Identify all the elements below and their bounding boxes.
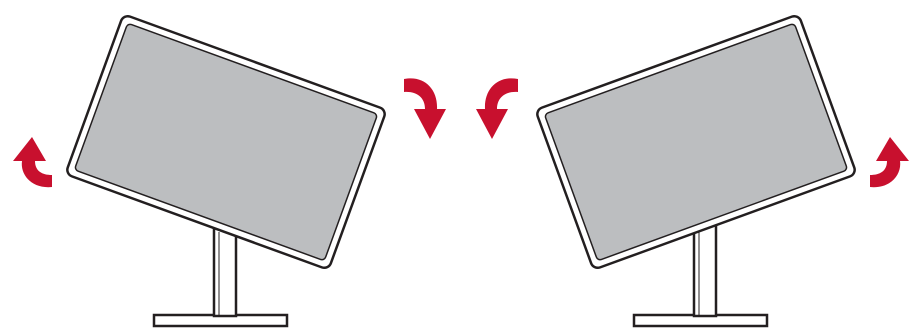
right-counterclockwise-arrow xyxy=(476,78,518,139)
right-monitor-body xyxy=(536,14,856,270)
left-counterclockwise-arrow xyxy=(13,137,52,188)
right-monitor-screen xyxy=(544,23,848,261)
right-monitor-illustration xyxy=(476,14,909,328)
left-monitor-screen xyxy=(74,23,378,261)
left-clockwise-arrow xyxy=(404,78,446,139)
right-monitor-stand xyxy=(692,218,718,318)
left-monitor-body xyxy=(66,14,386,270)
curved-arrow-up-icon xyxy=(870,137,909,188)
curved-arrow-up-icon xyxy=(13,137,52,188)
curved-arrow-down-icon xyxy=(404,78,446,139)
curved-arrow-down-icon xyxy=(476,78,518,139)
right-clockwise-arrow xyxy=(870,137,909,188)
left-monitor-illustration xyxy=(13,14,446,328)
